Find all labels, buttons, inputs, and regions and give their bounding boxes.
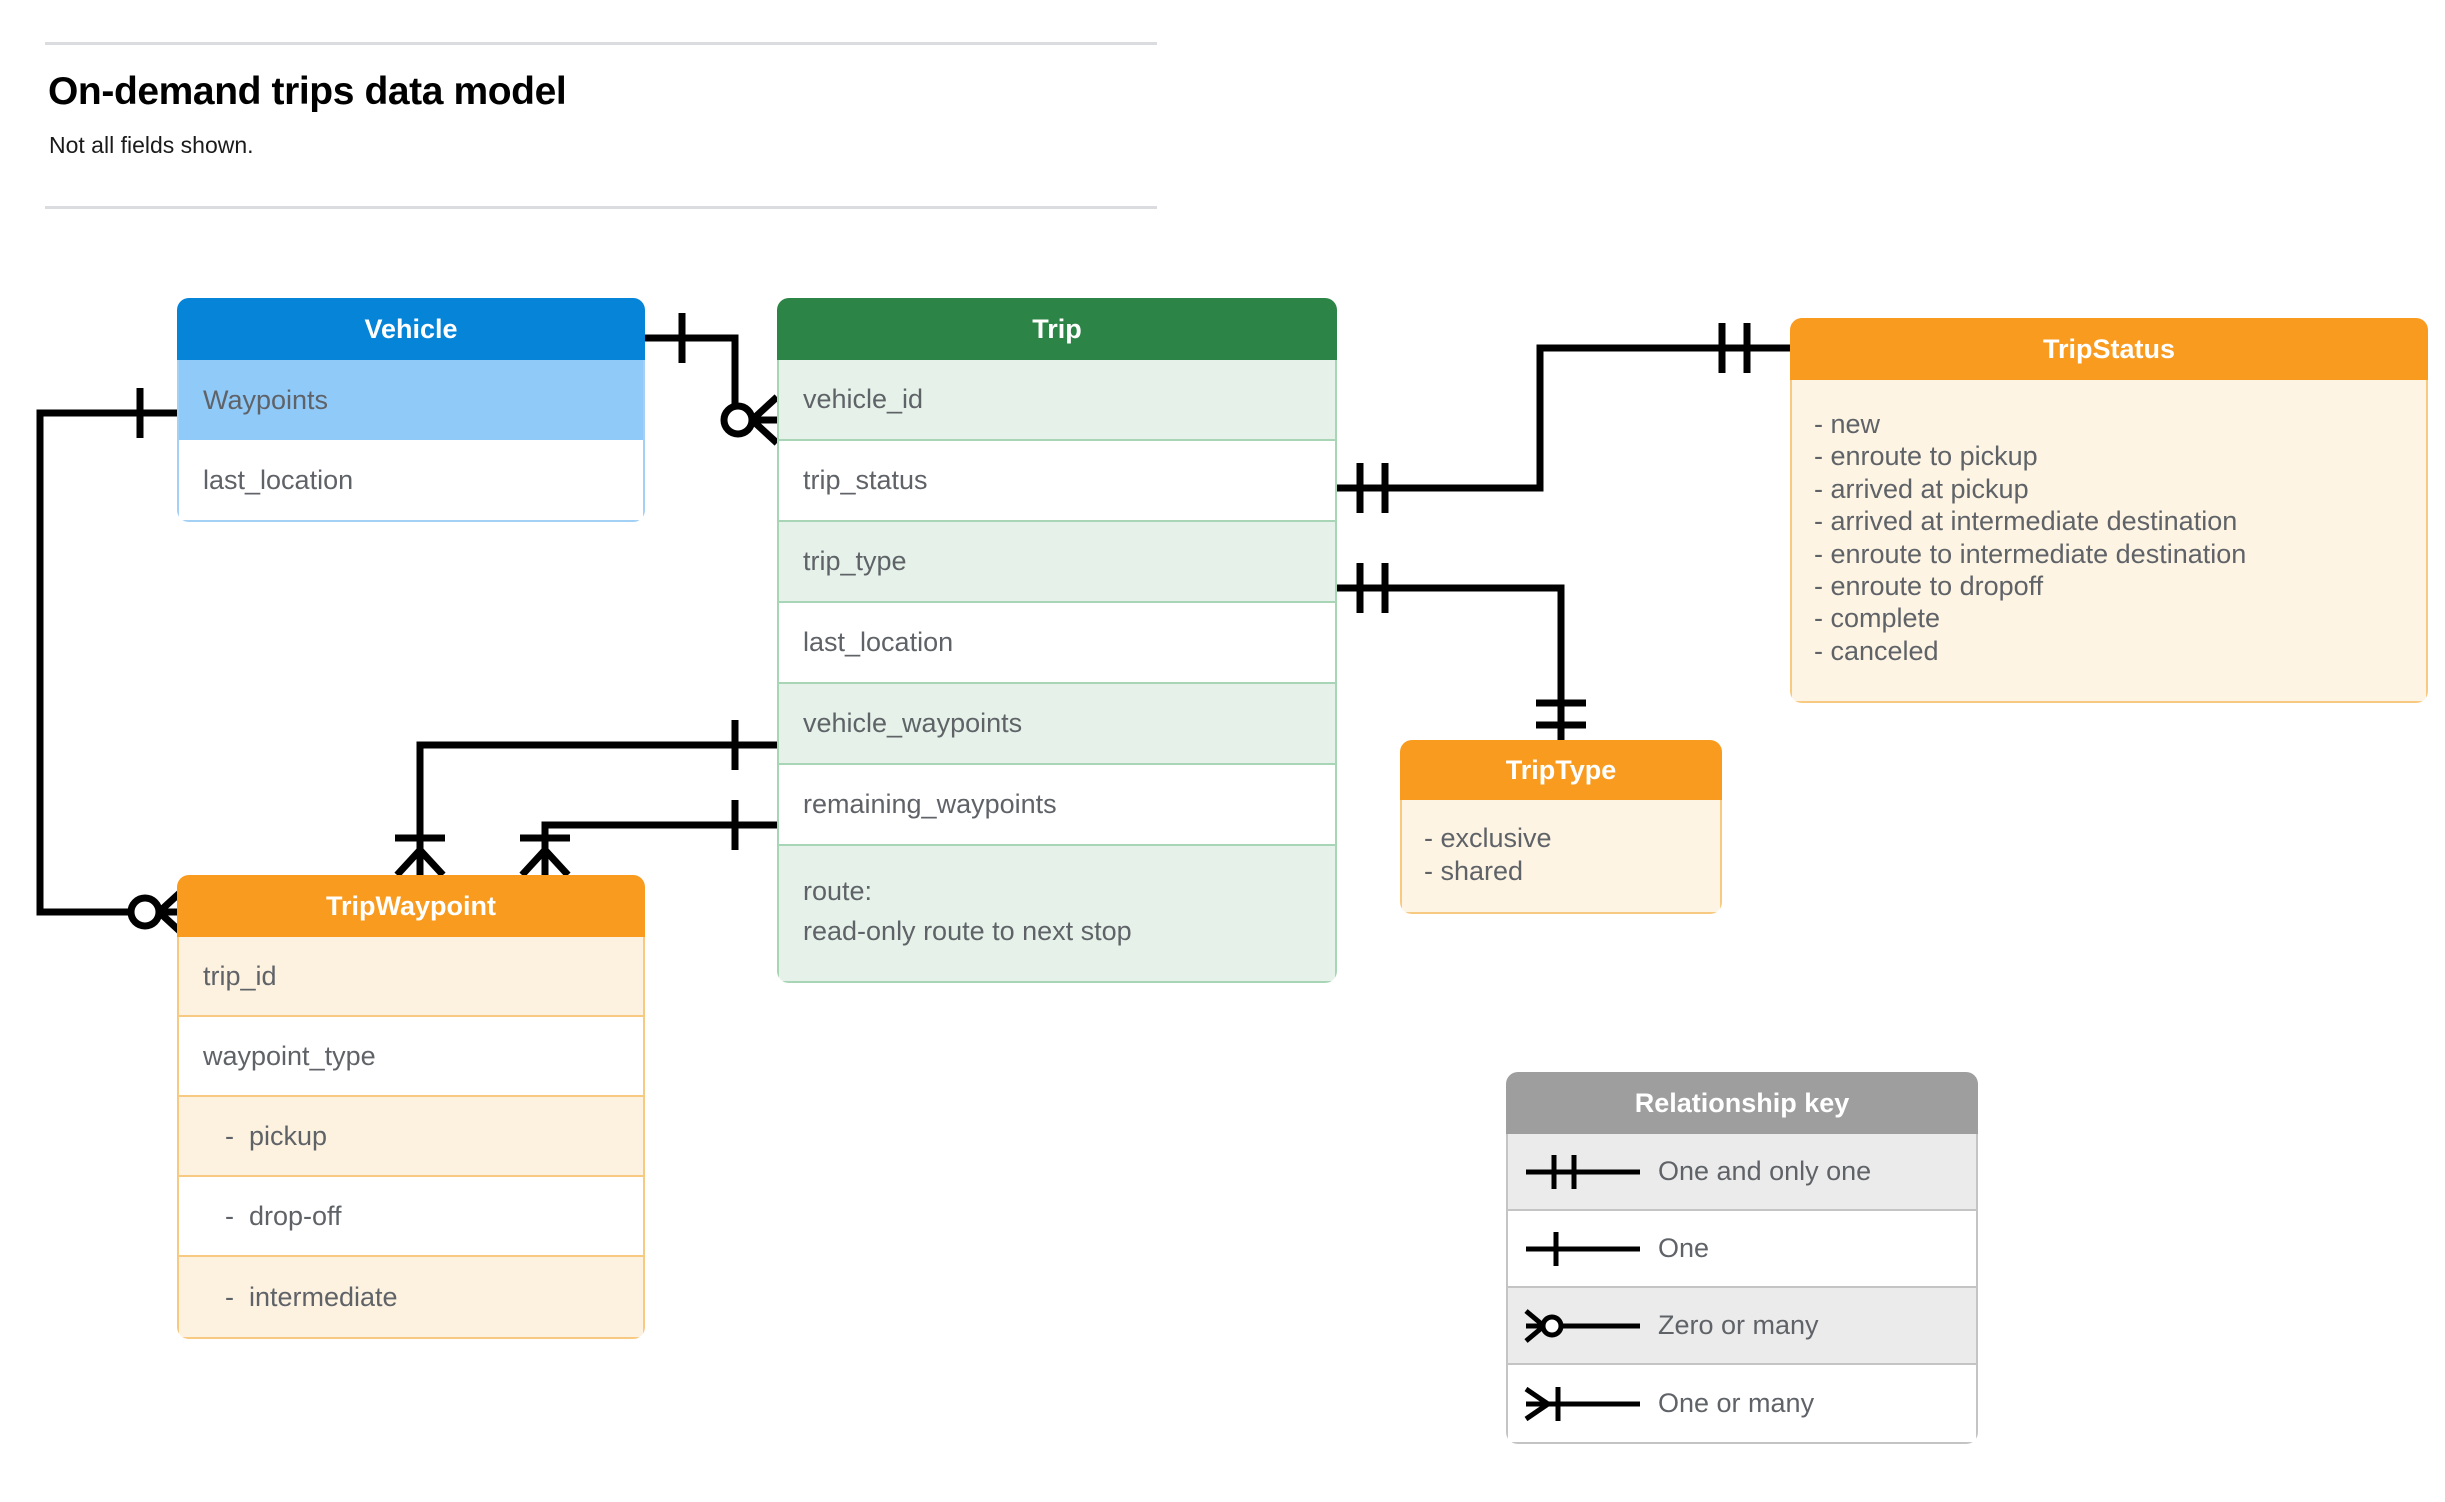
entity-tripwaypoint[interactable]: TripWaypoint trip_id waypoint_type - pic… bbox=[177, 875, 645, 1339]
card-one-or-many-tripwaypoint-b bbox=[519, 834, 571, 878]
one-or-many-icon bbox=[1508, 1379, 1658, 1429]
value-tripstatus-arrived-intermediate: - arrived at intermediate destination bbox=[1814, 506, 2238, 537]
entity-tripwaypoint-fields: trip_id waypoint_type - pickup - drop-of… bbox=[177, 937, 645, 1339]
field-trip-last-location[interactable]: last_location bbox=[779, 603, 1335, 684]
entity-tripstatus-title: TripStatus bbox=[1790, 318, 2428, 380]
entity-tripwaypoint-title: TripWaypoint bbox=[177, 875, 645, 937]
entity-vehicle[interactable]: Vehicle Waypoints last_location bbox=[177, 298, 645, 522]
field-vehicle-waypoints[interactable]: Waypoints bbox=[179, 360, 643, 440]
field-trip-route[interactable]: route: read-only route to next stop bbox=[779, 846, 1335, 981]
entity-vehicle-fields: Waypoints last_location bbox=[177, 360, 645, 522]
value-tripstatus-new: - new bbox=[1814, 409, 1881, 439]
legend-label-zero-or-many: Zero or many bbox=[1658, 1310, 1819, 1340]
value-tripwaypoint-intermediate[interactable]: - intermediate bbox=[179, 1257, 643, 1337]
field-trip-trip-status[interactable]: trip_status bbox=[779, 441, 1335, 522]
value-tripstatus-enroute-dropoff: - enroute to dropoff bbox=[1814, 570, 2044, 601]
value-triptype-exclusive: - exclusive bbox=[1424, 823, 1552, 853]
field-tripwaypoint-trip-id[interactable]: trip_id bbox=[179, 937, 643, 1017]
wire-vehicle-waypoints-tripwaypoint bbox=[36, 409, 177, 916]
field-trip-trip-type[interactable]: trip_type bbox=[779, 522, 1335, 603]
legend-row-one-or-many: One or many bbox=[1508, 1365, 1976, 1442]
entity-tripstatus-values: - new - enroute to pickup - arrived at p… bbox=[1790, 380, 2428, 704]
value-tripstatus-enroute-pickup: - enroute to pickup bbox=[1814, 441, 2038, 472]
value-tripstatus-complete: - complete bbox=[1814, 603, 1941, 634]
entity-triptype[interactable]: TripType - exclusive - shared bbox=[1400, 740, 1722, 914]
entity-trip[interactable]: Trip vehicle_id trip_status trip_type la… bbox=[777, 298, 1337, 983]
field-trip-remaining-waypoints[interactable]: remaining_waypoints bbox=[779, 765, 1335, 846]
value-tripwaypoint-pickup[interactable]: - pickup bbox=[179, 1097, 643, 1177]
entity-trip-title: Trip bbox=[777, 298, 1337, 360]
value-tripstatus-arrived-pickup: - arrived at pickup bbox=[1814, 473, 2029, 504]
card-zero-or-many-trip-vehicleid bbox=[720, 394, 780, 446]
header-divider-bottom bbox=[45, 206, 1157, 209]
entity-tripstatus[interactable]: TripStatus - new - enroute to pickup - a… bbox=[1790, 318, 2428, 704]
field-trip-vehicle-id[interactable]: vehicle_id bbox=[779, 360, 1335, 441]
card-one-and-only-one-triptype bbox=[1536, 699, 1586, 729]
relationship-key: Relationship key One and only one bbox=[1506, 1072, 1978, 1444]
value-tripstatus-enroute-intermediate: - enroute to intermediate destination bbox=[1814, 538, 2247, 569]
field-vehicle-last-location[interactable]: last_location bbox=[179, 440, 643, 520]
card-one-and-only-one-tripstatus bbox=[1718, 323, 1751, 373]
legend-label-one-or-many: One or many bbox=[1658, 1388, 1815, 1418]
one-and-only-one-icon bbox=[1508, 1147, 1658, 1197]
wire-trip-remainingwaypoints-tripwaypoint bbox=[541, 821, 777, 875]
page-subtitle: Not all fields shown. bbox=[49, 132, 254, 158]
field-tripwaypoint-waypoint-type[interactable]: waypoint_type bbox=[179, 1017, 643, 1097]
header-divider-top bbox=[45, 42, 1157, 45]
zero-or-many-icon bbox=[1508, 1301, 1658, 1351]
one-icon bbox=[1508, 1224, 1658, 1274]
field-trip-vehicle-waypoints[interactable]: vehicle_waypoints bbox=[779, 684, 1335, 765]
entity-vehicle-title: Vehicle bbox=[177, 298, 645, 360]
entity-trip-fields: vehicle_id trip_status trip_type last_lo… bbox=[777, 360, 1337, 983]
wire-trip-triptype bbox=[1337, 584, 1565, 740]
legend-row-one: One bbox=[1508, 1211, 1976, 1288]
value-triptype-shared: - shared bbox=[1424, 855, 1524, 886]
card-one-or-many-tripwaypoint-a bbox=[394, 834, 446, 878]
entity-triptype-title: TripType bbox=[1400, 740, 1722, 800]
wire-vehicle-trip bbox=[645, 334, 757, 424]
card-one-and-only-one-trip-status bbox=[1356, 463, 1389, 513]
card-one-and-only-one-trip-type bbox=[1356, 563, 1389, 613]
legend-row-one-and-only-one: One and only one bbox=[1508, 1134, 1976, 1211]
relationship-key-rows: One and only one One bbox=[1506, 1134, 1978, 1444]
wire-trip-tripstatus bbox=[1337, 344, 1790, 492]
legend-row-zero-or-many: Zero or many bbox=[1508, 1288, 1976, 1365]
page-title: On-demand trips data model bbox=[48, 70, 567, 113]
legend-label-one-and-only-one: One and only one bbox=[1658, 1156, 1872, 1186]
entity-triptype-values: - exclusive - shared bbox=[1400, 800, 1722, 914]
legend-label-one: One bbox=[1658, 1233, 1710, 1263]
value-tripstatus-canceled: - canceled bbox=[1814, 635, 1939, 666]
relationship-key-title: Relationship key bbox=[1506, 1072, 1978, 1134]
wire-trip-vehiclewaypoints-tripwaypoint bbox=[416, 741, 777, 875]
value-tripwaypoint-drop-off[interactable]: - drop-off bbox=[179, 1177, 643, 1257]
